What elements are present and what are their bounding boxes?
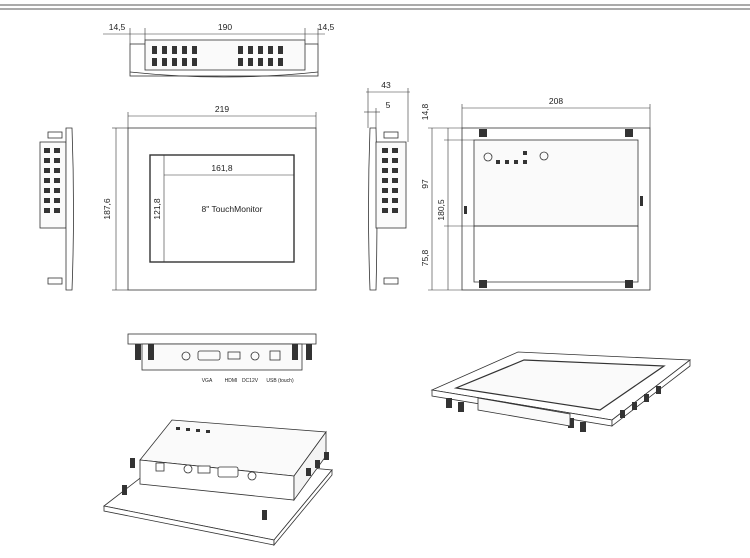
dim-screen-height: 121,8	[152, 198, 162, 220]
dim-top-left: 14,5	[109, 22, 126, 32]
header-rule	[0, 4, 750, 10]
usb-connector-icon	[269, 350, 281, 361]
dc-connector-icon	[227, 351, 241, 360]
dim-front-width: 219	[215, 104, 229, 114]
dim-rear-lower: 75,8	[420, 249, 430, 266]
isometric-rear-view	[103, 419, 333, 547]
dim-rear-width: 208	[549, 96, 563, 106]
top-view	[129, 39, 319, 78]
dim-top-right: 14,5	[318, 22, 335, 32]
top-view-dimensions	[103, 28, 325, 44]
left-side-view	[39, 127, 74, 291]
hdmi-connector-icon	[197, 350, 221, 361]
dim-side-bezel: 5	[386, 100, 391, 110]
right-side-dimensions	[364, 88, 410, 142]
port-label-vga: VGA	[202, 378, 213, 384]
dim-rear-mid: 97	[420, 179, 430, 189]
power-connector-icon	[250, 351, 260, 361]
dim-rear-height: 180,5	[436, 199, 446, 221]
vga-connector-icon	[181, 351, 191, 361]
dim-rear-top: 14,8	[420, 103, 430, 120]
front-view	[127, 127, 317, 291]
port-label-hdmi: HDMI	[225, 378, 238, 384]
port-label-dc: DC12V	[242, 378, 259, 384]
dim-top-width: 190	[218, 22, 232, 32]
front-view-dimensions	[112, 112, 317, 291]
rear-view	[461, 127, 651, 291]
top-view-ports	[152, 46, 283, 66]
rear-view-dimensions	[428, 104, 651, 291]
dim-side-depth: 43	[381, 80, 391, 90]
dim-screen-width: 161,8	[211, 163, 233, 173]
dim-front-height: 187,6	[102, 198, 112, 220]
screen-label: 8" TouchMonitor	[202, 204, 263, 214]
isometric-front-view	[430, 351, 692, 432]
port-label-usb: USB (touch)	[266, 378, 294, 384]
bottom-view	[127, 333, 317, 371]
right-side-view	[368, 127, 407, 291]
